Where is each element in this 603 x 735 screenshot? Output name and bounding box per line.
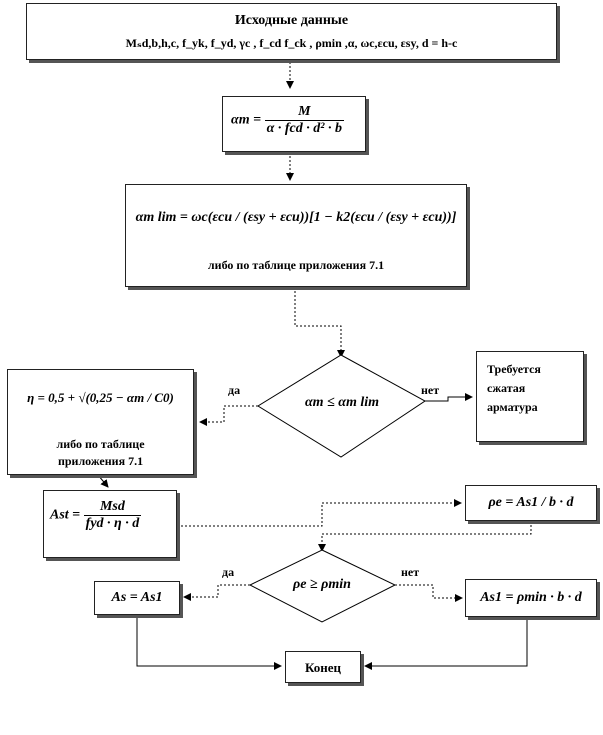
eta-formula: η = 0,5 + √(0,25 − αm / C0) <box>27 390 174 405</box>
arrow-as1-to-end <box>364 617 528 670</box>
alpha-m-lim-note: либо по таблице приложения 7.1 <box>207 258 385 272</box>
arrow-cond2-yes <box>183 584 250 601</box>
decision-1-no-label: нет <box>421 383 440 397</box>
ast-fraction: Msd fyd · η · d <box>83 499 142 532</box>
ast-lhs: Ast = <box>50 507 81 523</box>
arrow-ast-to-rho <box>177 499 462 527</box>
alpha-m-denominator: α · fcd · d² · b <box>266 121 342 136</box>
arrow-cond2-no <box>395 584 463 602</box>
decision-1-yes-label: да <box>228 383 241 397</box>
as-box: As = As1 <box>94 581 180 615</box>
rho-e-box: ρe = As1 / b · d <box>465 485 597 521</box>
alpha-m-lim-box: αm lim = ωc(εcu / (εsy + εcu))[1 − k2(εc… <box>125 184 467 287</box>
ast-numerator: Msd <box>83 499 142 516</box>
arrow-amlim-to-cond1 <box>294 287 345 358</box>
alpha-m-numerator: M <box>264 104 344 121</box>
decision-2-condition: ρe ≥ ρmin <box>293 577 351 592</box>
decision-diamond-2 <box>248 549 397 623</box>
comp-line-1: Требуется <box>487 362 541 376</box>
ast-denominator: fyd · η · d <box>85 516 140 531</box>
input-parameters: Mₛd,b,h,c, f_yk, f_yd, γc , f_cd f_ck , … <box>125 36 458 50</box>
rho-e-formula: ρe = As1 / b · d <box>488 495 574 510</box>
ast-box: Ast = Msd fyd · η · d <box>43 490 177 558</box>
as1-box: As1 = ρmin · b · d <box>465 579 597 617</box>
arrow-eta-to-ast <box>97 474 109 488</box>
alpha-m-fraction: M α · fcd · d² · b <box>264 104 344 137</box>
decision-diamond-1 <box>257 354 426 458</box>
comp-line-3: арматура <box>487 400 538 414</box>
compressed-reinforcement-box: Требуется сжатая арматура <box>476 351 584 442</box>
alpha-m-box: αm = M α · fcd · d² · b <box>222 96 366 152</box>
decision-1-condition: αm ≤ αm lim <box>304 395 380 410</box>
arrow-cond1-no <box>425 393 473 402</box>
comp-line-2: сжатая <box>487 381 526 395</box>
eta-note-2: приложения 7.1 <box>57 454 144 468</box>
alpha-m-lim-formula: αm lim = ωc(εcu / (εsy + εcu))[1 − k2(εc… <box>135 210 457 225</box>
end-box: Конец <box>285 651 361 683</box>
as-formula: As = As1 <box>111 590 163 605</box>
arrow-as-to-end <box>136 616 282 670</box>
as1-formula: As1 = ρmin · b · d <box>480 590 582 605</box>
input-title: Исходные данные <box>234 13 349 28</box>
eta-box: η = 0,5 + √(0,25 − αm / C0) либо по табл… <box>7 369 194 475</box>
decision-2-yes-label: да <box>222 565 235 579</box>
alpha-m-lhs: αm = <box>231 112 262 128</box>
eta-note-1: либо по таблице <box>56 437 145 451</box>
input-data-box: Исходные данные Mₛd,b,h,c, f_yk, f_yd, γ… <box>26 3 557 60</box>
end-label: Конец <box>304 660 342 675</box>
arrow-rho-to-cond2 <box>318 521 532 552</box>
decision-2-no-label: нет <box>401 565 420 579</box>
arrow-cond1-yes <box>199 405 258 426</box>
